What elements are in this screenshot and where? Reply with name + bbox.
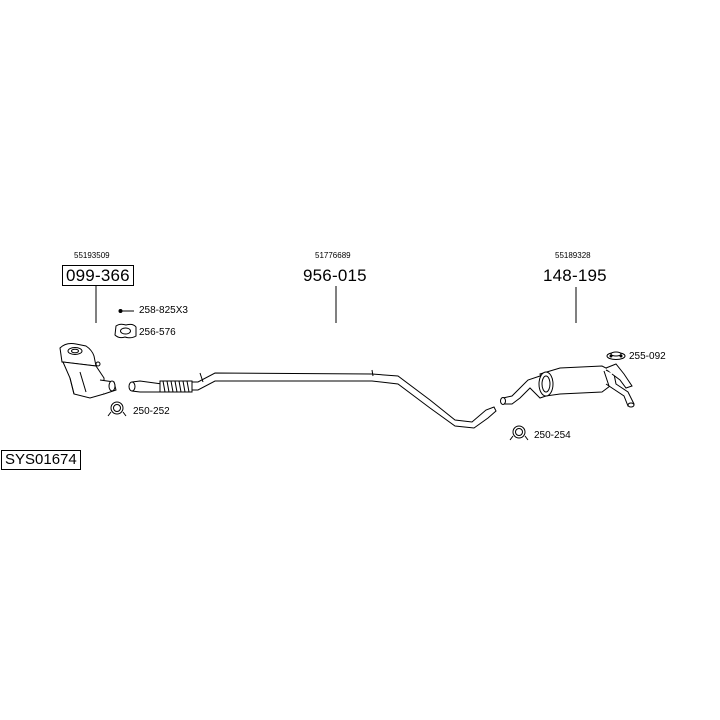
accessory-clamp-front-label[interactable]: 250-252 [133,406,170,417]
system-code-label: SYS01674 [1,450,81,470]
accessory-gasket-label[interactable]: 256-576 [139,327,176,338]
rubber-mount-part [606,351,626,360]
oem-number-catalytic-converter: 55193509 [74,251,110,260]
part-number-middle-pipe[interactable]: 956-015 [303,266,367,285]
gasket-part [114,323,137,339]
bolt-part [118,309,134,313]
clamp-front-part [107,401,127,417]
oem-number-middle-pipe: 51776689 [315,251,351,260]
oem-number-rear-silencer: 55189328 [555,251,591,260]
middle-pipe-part [128,369,497,429]
accessory-clamp-rear-label[interactable]: 250-254 [534,430,571,441]
catalytic-converter-part [59,343,117,399]
part-number-rear-silencer[interactable]: 148-195 [543,266,607,285]
clamp-rear-part [509,425,529,441]
rear-silencer-part [500,363,635,408]
part-number-catalytic-converter[interactable]: 099-366 [62,265,134,286]
accessory-bolt-label[interactable]: 258-825X3 [139,305,188,316]
accessory-rubber-mount-label[interactable]: 255-092 [629,351,666,362]
